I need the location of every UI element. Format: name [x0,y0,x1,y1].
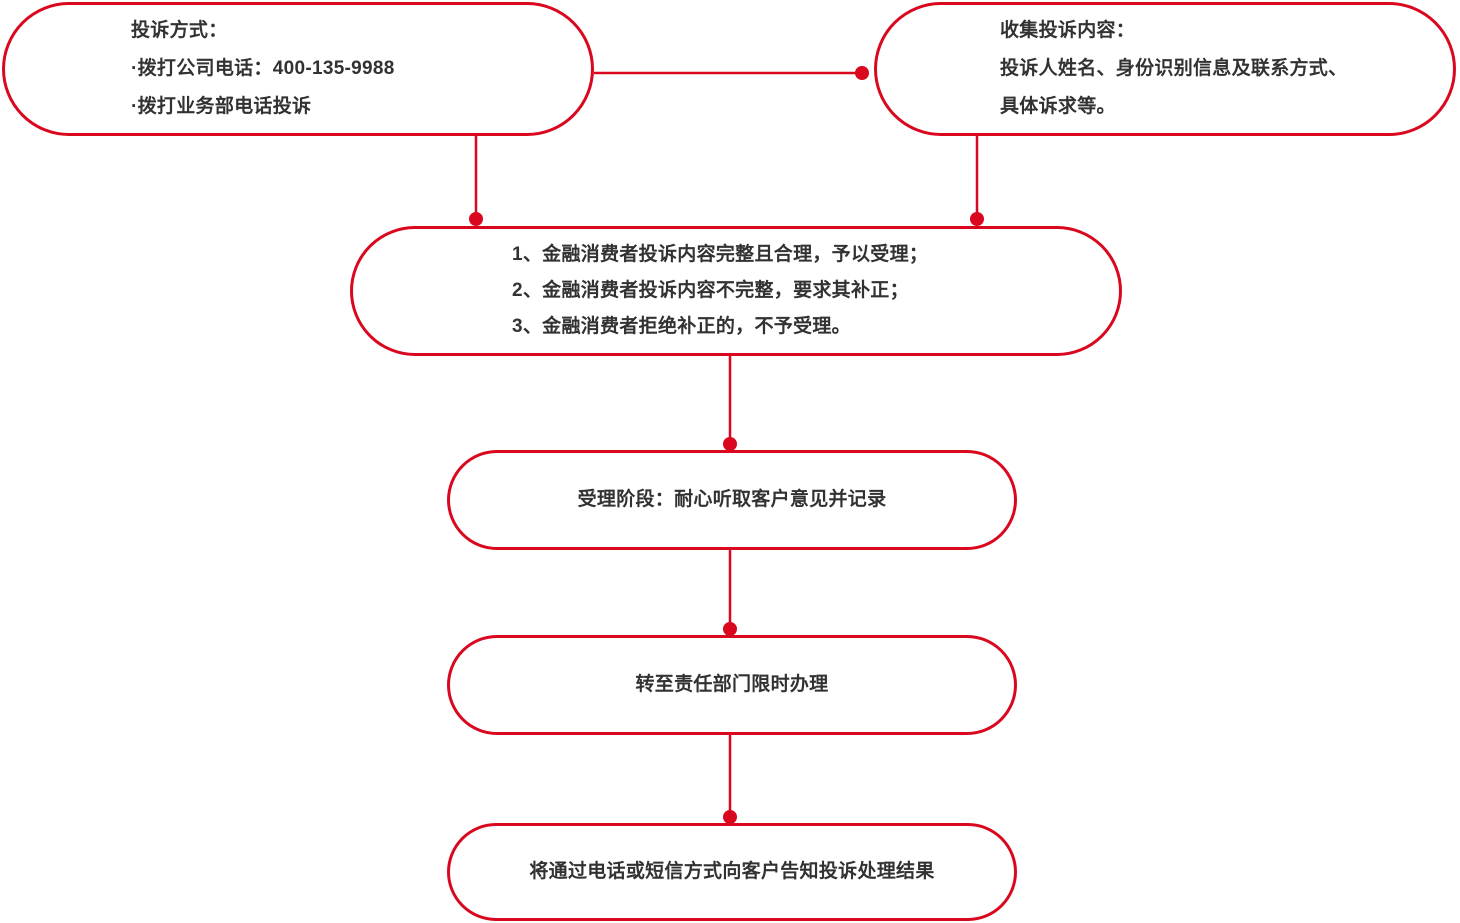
connector-channels-to-rules [469,136,483,226]
node-notify-customer-result[interactable]: 将通过电话或短信方式向客户告知投诉处理结果 [447,823,1017,921]
connector-endpoint-dot [723,810,737,824]
node-acceptance-stage[interactable]: 受理阶段：耐心听取客户意见并记录 [447,450,1017,550]
connector-endpoint-dot [469,212,483,226]
node-collect-complaint-content[interactable]: 收集投诉内容： 投诉人姓名、身份识别信息及联系方式、 具体诉求等。 [874,2,1456,136]
node-notify-customer-result-label: 将通过电话或短信方式向客户告知投诉处理结果 [529,861,935,882]
connector-endpoint-dot [723,622,737,636]
node-acceptance-rules-item-2: 2、金融消费者投诉内容不完整，要求其补正； [512,280,909,301]
connector-accept-to-transfer [723,550,737,636]
connector-endpoint-dot [723,437,737,451]
node-complaint-channels[interactable]: 投诉方式： ·拨打公司电话：400-135-9988 ·拨打业务部电话投诉 [2,2,594,136]
connector-channels-to-collect [594,66,869,80]
node-complaint-channels-line-3: ·拨打业务部电话投诉 [131,96,312,117]
connector-endpoint-dot [970,212,984,226]
node-collect-complaint-content-line-3: 具体诉求等。 [1000,96,1116,117]
node-complaint-channels-line-1: 投诉方式： [131,20,228,41]
node-complaint-channels-line-2: ·拨打公司电话：400-135-9988 [131,58,395,79]
node-acceptance-rules-item-1: 1、金融消费者投诉内容完整且合理，予以受理； [512,244,929,265]
connector-endpoint-dot [855,66,869,80]
connector-transfer-to-notify [723,735,737,824]
node-acceptance-stage-label: 受理阶段：耐心听取客户意见并记录 [577,489,887,510]
node-acceptance-rules-item-3: 3、金融消费者拒绝补正的，不予受理。 [512,316,851,337]
node-transfer-to-department[interactable]: 转至责任部门限时办理 [447,635,1017,735]
node-transfer-to-department-label: 转至责任部门限时办理 [635,674,829,695]
node-acceptance-rules[interactable]: 1、金融消费者投诉内容完整且合理，予以受理； 2、金融消费者投诉内容不完整，要求… [350,226,1122,356]
connector-collect-to-rules [970,136,984,226]
node-collect-complaint-content-line-2: 投诉人姓名、身份识别信息及联系方式、 [1000,58,1348,79]
node-collect-complaint-content-line-1: 收集投诉内容： [1000,20,1136,41]
connector-rules-to-accept [723,356,737,451]
